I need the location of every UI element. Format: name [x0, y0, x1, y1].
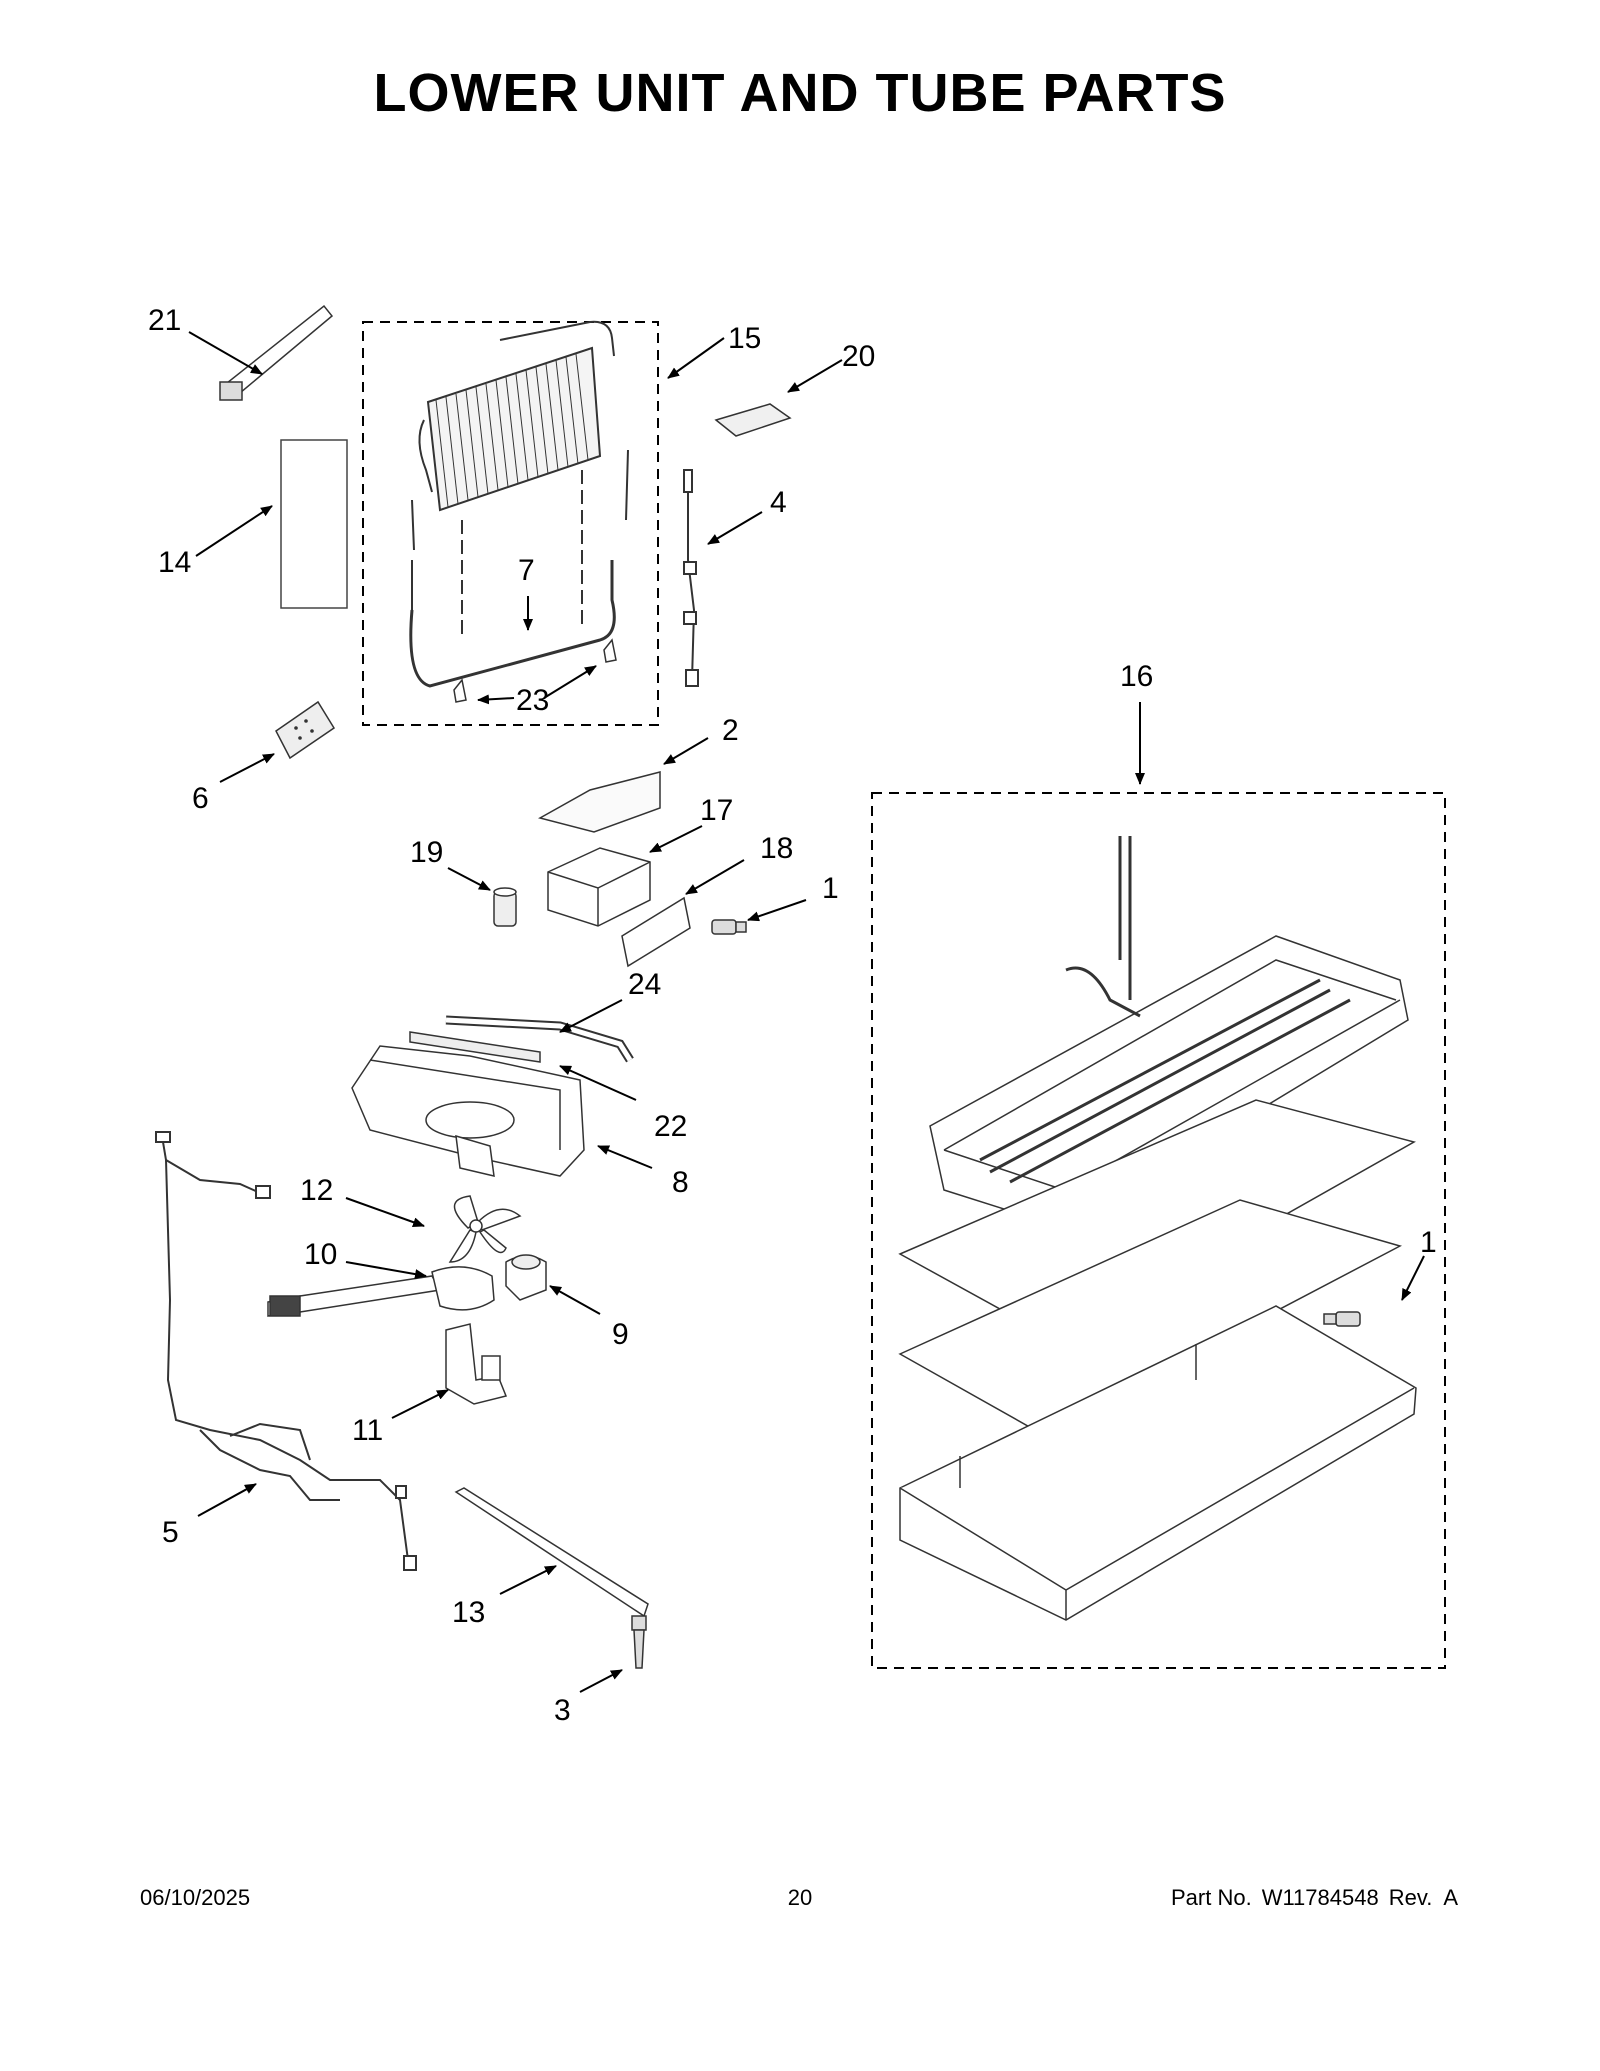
callout-1-upper: 1	[822, 872, 839, 905]
callout-2: 2	[722, 714, 739, 747]
callout-10: 10	[304, 1238, 337, 1271]
callout-9: 9	[612, 1318, 629, 1351]
callout-24: 24	[628, 968, 661, 1001]
sensor-wire-part	[683, 469, 699, 687]
part-number-value: W11784548	[1261, 1885, 1379, 1910]
callout-8: 8	[672, 1166, 689, 1199]
callout-3: 3	[554, 1694, 571, 1727]
plug-part	[493, 887, 517, 927]
callout-16: 16	[1120, 660, 1153, 693]
callout-4: 4	[770, 486, 787, 519]
cable-tie-part	[219, 304, 334, 401]
footer-date: 06/10/2025	[140, 1885, 251, 1910]
callout-17: 17	[700, 794, 733, 827]
wire-harness-part	[155, 1131, 417, 1571]
callout-11: 11	[352, 1414, 383, 1447]
bracket-plate-part	[621, 896, 691, 968]
bracket-box-part	[547, 847, 651, 927]
screw-lower-part	[1323, 1311, 1361, 1327]
revision-label: Rev. A	[1388, 1885, 1458, 1910]
fan-motor-part	[267, 1266, 495, 1317]
cover-part	[538, 771, 661, 833]
screw-part	[711, 919, 747, 935]
callout-19: 19	[410, 836, 443, 869]
callout-23: 23	[516, 684, 549, 717]
insulation-panel-part	[280, 439, 348, 609]
drain-pan-group-box	[871, 792, 1446, 1669]
pad-part	[275, 700, 336, 760]
evaporator-group-box	[362, 321, 659, 726]
evaporator-coil-part	[409, 320, 629, 703]
callout-20: 20	[842, 340, 875, 373]
footer-page-number: 20	[787, 1885, 813, 1910]
fan-housing-part	[351, 1031, 585, 1177]
callout-1-lower: 1	[1420, 1226, 1437, 1259]
footer-part-number: Part No. W11784548 Rev. A	[1161, 1885, 1458, 1911]
callout-22: 22	[654, 1110, 687, 1143]
screw-3-part	[631, 1615, 647, 1669]
part-number-label: Part No.	[1170, 1885, 1252, 1910]
page-title: LOWER UNIT AND TUBE PARTS	[373, 63, 1227, 123]
callout-7: 7	[518, 554, 535, 587]
callout-13: 13	[452, 1596, 485, 1629]
plate-part	[714, 403, 792, 437]
drain-pan-assembly-part	[898, 836, 1417, 1621]
mount-bracket-part	[445, 1323, 508, 1405]
callout-6: 6	[192, 782, 209, 815]
callout-15: 15	[728, 322, 761, 355]
callout-18: 18	[760, 832, 793, 865]
callout-5: 5	[162, 1516, 179, 1549]
strip-part	[454, 1487, 649, 1618]
callout-14: 14	[158, 546, 191, 579]
motor-bracket-part	[505, 1254, 547, 1301]
callout-12: 12	[300, 1174, 333, 1207]
callout-21: 21	[148, 304, 181, 337]
fan-blade-part	[448, 1195, 522, 1263]
leader-arrows	[188, 331, 1425, 1693]
